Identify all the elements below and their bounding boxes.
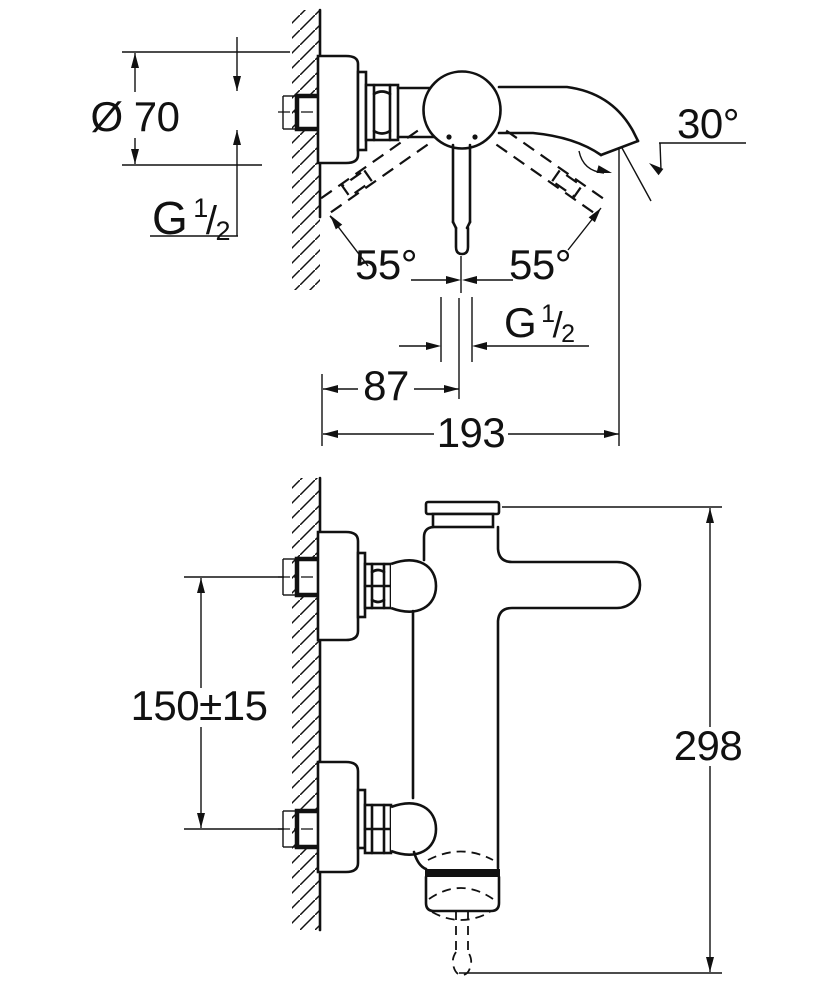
dim-spout-reach: 193	[321, 147, 620, 456]
lever-angle-right-label: 55°	[509, 241, 571, 288]
spout-angle-label: 30°	[677, 100, 739, 147]
upper-inlet-pipe	[278, 556, 352, 598]
dim-flange-diameter: Ø 70	[90, 51, 290, 166]
spout-reach-label: 193	[437, 409, 506, 456]
spout-center-distance-label: 87	[363, 362, 409, 409]
lever-range-dashed	[318, 129, 606, 215]
dim-centerline-arrows	[411, 276, 513, 284]
hose-connector-dashed	[451, 911, 473, 976]
connection-spacing-label: 150±15	[131, 682, 268, 729]
cartridge-cap	[424, 500, 501, 529]
wall-section-side	[292, 476, 322, 932]
wall-flange-top	[316, 54, 360, 165]
dim-spout-center-distance: 87	[323, 298, 460, 409]
lever-angle-left-label: 55°	[355, 241, 417, 288]
dim-lever-angle-left: 55°	[329, 215, 418, 288]
side-view: 150±15 298	[131, 476, 743, 976]
lower-hex-nut	[363, 803, 393, 855]
upper-hex-nut	[363, 562, 393, 610]
dim-lever-angle-right: 55°	[509, 207, 602, 288]
dim-connection-spacing: 150±15	[131, 576, 284, 830]
hex-nut-top	[364, 83, 400, 142]
lower-wall-flange	[316, 760, 360, 874]
upper-connector-bulb	[390, 559, 438, 613]
lower-connector-bulb	[390, 802, 438, 856]
dim-overall-height: 298	[459, 506, 743, 974]
shower-outlet	[424, 850, 501, 976]
handle-ball	[422, 70, 502, 150]
spout-top	[497, 85, 640, 157]
indicator-dot-right	[472, 134, 478, 140]
wall-section-top	[292, 8, 322, 290]
faucet-body-side	[411, 525, 642, 871]
indicator-dot-left	[446, 134, 452, 140]
flange-diameter-label: Ø 70	[90, 93, 179, 140]
dim-spout-angle: 30°	[578, 100, 746, 202]
overall-height-label: 298	[674, 722, 743, 769]
upper-wall-flange	[316, 530, 360, 642]
lever-handle	[451, 143, 472, 293]
